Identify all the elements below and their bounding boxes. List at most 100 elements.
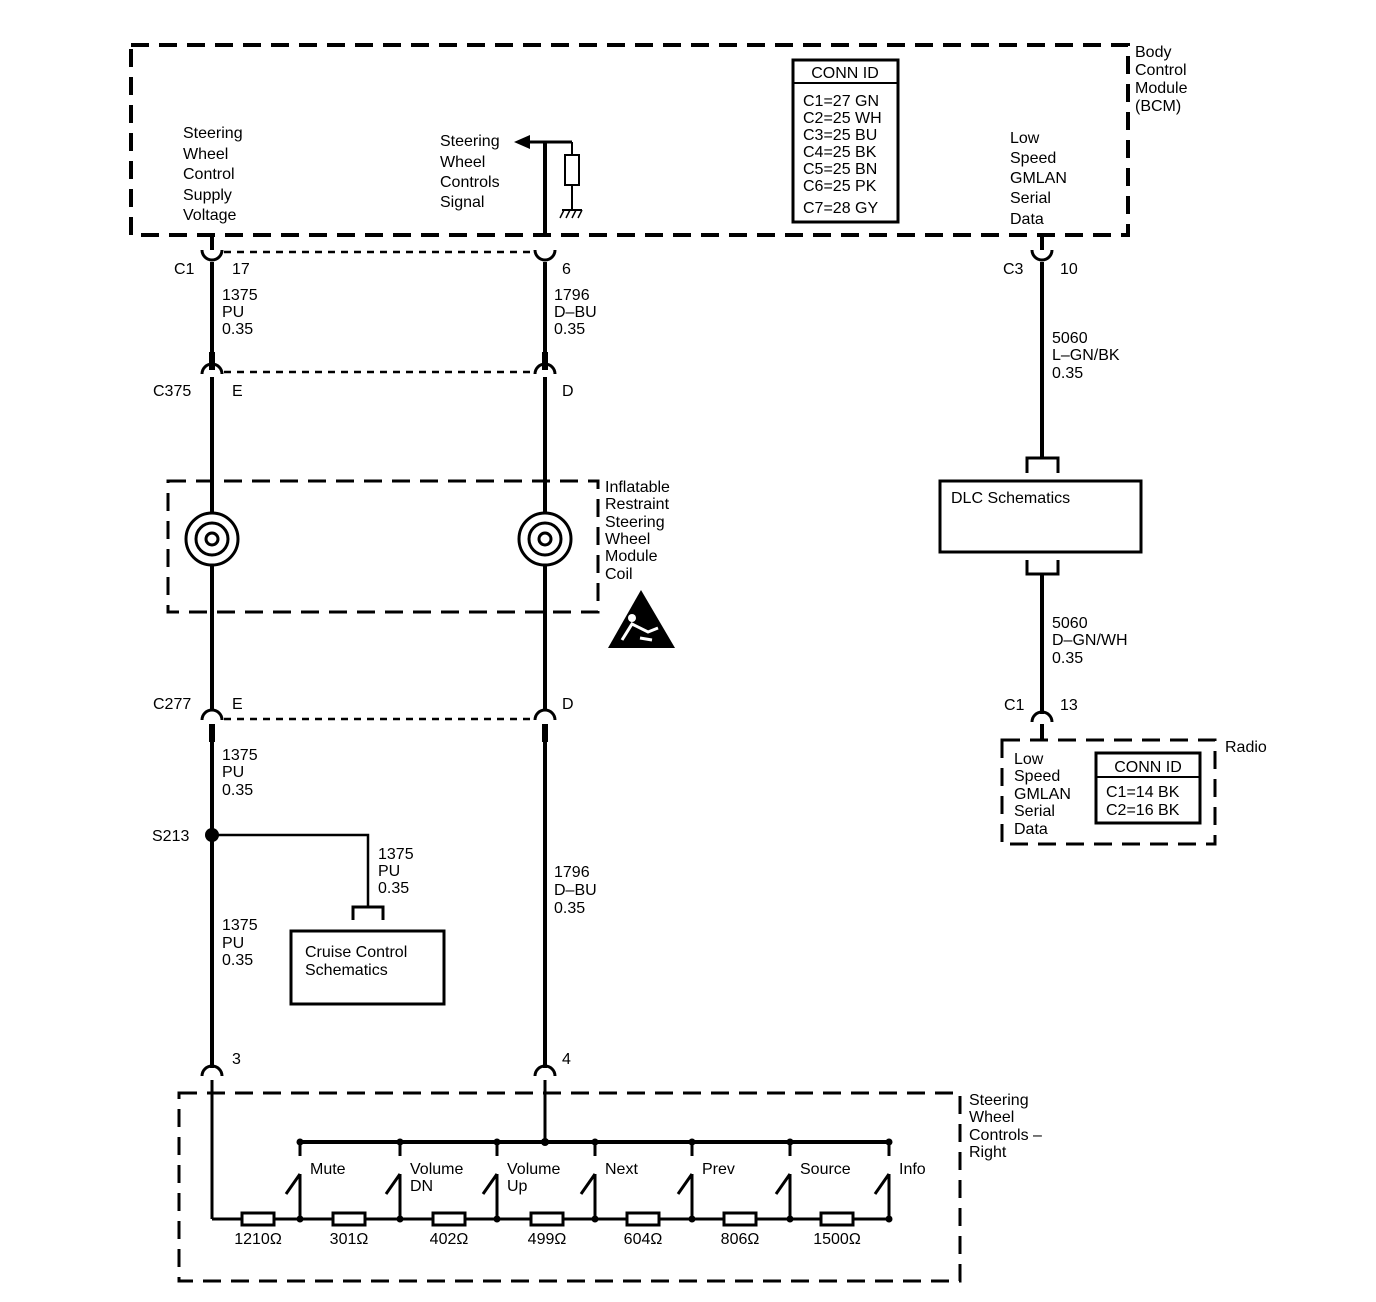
resistor-value: 301Ω (330, 1231, 369, 1248)
svg-text:0.35: 0.35 (222, 782, 253, 799)
wire-label-pu-bottom: 1375 PU 0.35 (222, 917, 258, 969)
bcm-conn-id-table: CONN ID C1=27 GN C2=25 WH C3=25 BU C4=25… (791, 58, 900, 224)
resistor-value: 402Ω (430, 1231, 469, 1248)
switch-label: Source (800, 1161, 851, 1178)
connector-cavity-icon (200, 249, 224, 262)
svg-text:Signal: Signal (440, 194, 484, 211)
wire-label-pu-top: 1375 PU 0.35 (222, 287, 258, 338)
connector-pin: D (562, 383, 574, 400)
resistor-icon (819, 1211, 855, 1227)
swc-pin3-connector: 3 (200, 1051, 241, 1077)
resistor-icon (625, 1211, 661, 1227)
dlc-connector-bottom-icon (1025, 560, 1060, 576)
svg-text:Controls –: Controls – (969, 1127, 1042, 1144)
wire-label-gmlan-top: 5060 L–GN/BK 0.35 (1052, 330, 1120, 382)
svg-text:0.35: 0.35 (1052, 365, 1083, 382)
wire-label-dbu-bottom: 1796 D–BU 0.35 (554, 864, 597, 917)
resistor-icon (431, 1211, 467, 1227)
connector-cavity-icon (200, 1064, 224, 1077)
svg-text:PU: PU (378, 863, 400, 880)
resistor-2: 301Ω (330, 1211, 369, 1248)
svg-text:0.35: 0.35 (222, 952, 253, 969)
connector-pin: 10 (1060, 261, 1078, 278)
connector-pin: 3 (232, 1051, 241, 1068)
controls-signal-label: Steering Wheel Controls Signal (440, 133, 500, 211)
resistor-icon (240, 1211, 276, 1227)
connector-pin: 13 (1060, 697, 1078, 714)
connector-name: C375 (153, 383, 191, 400)
svg-text:Voltage: Voltage (183, 207, 236, 224)
svg-text:GMLAN: GMLAN (1010, 170, 1067, 187)
switch-label: Up (507, 1178, 528, 1195)
svg-text:PU: PU (222, 935, 244, 952)
ground-icon (559, 209, 583, 219)
resistor-icon (331, 1211, 367, 1227)
svg-text:Controls: Controls (440, 174, 500, 191)
dlc-box (938, 479, 1143, 554)
radio-name: Radio (1225, 739, 1267, 756)
connector-cavity-icon (1030, 249, 1054, 262)
svg-text:D–GN/WH: D–GN/WH (1052, 632, 1128, 649)
conn-id-row: C1=14 BK (1106, 784, 1180, 801)
svg-text:1796: 1796 (554, 864, 590, 881)
resistor-icon (564, 154, 580, 186)
cruise-control-label: Cruise Control Schematics (305, 944, 407, 979)
switch-label: Mute (310, 1161, 346, 1178)
connector-pin: E (232, 383, 243, 400)
svg-text:Serial: Serial (1014, 803, 1055, 820)
switch-label: Prev (702, 1161, 735, 1178)
svg-text:Coil: Coil (605, 566, 633, 583)
resistor-7: 1500Ω (813, 1211, 861, 1248)
svg-text:Inflatable: Inflatable (605, 479, 670, 496)
connector-name: C1 (1004, 697, 1025, 714)
bcm-c1-connector: C1 17 (174, 235, 250, 278)
switch-mute: Mute (284, 1138, 346, 1223)
conn-id-row: C5=25 BN (803, 161, 877, 178)
svg-text:5060: 5060 (1052, 615, 1088, 632)
switch-label: Volume (410, 1161, 463, 1178)
wire-1375-cruise (212, 833, 370, 907)
switch-prev: Prev (676, 1138, 735, 1223)
svg-text:Schematics: Schematics (305, 962, 388, 979)
radio-gmlan-label: Low Speed GMLAN Serial Data (1014, 751, 1071, 838)
cruise-control-box (289, 929, 446, 1006)
svg-text:Right: Right (969, 1144, 1007, 1161)
connector-pin: 6 (562, 261, 571, 278)
svg-text:Wheel: Wheel (183, 146, 228, 163)
swc-right-name: Steering Wheel Controls – Right (969, 1092, 1042, 1161)
switch-next: Next (579, 1138, 638, 1223)
bcm-c3-connector: C3 10 (1003, 235, 1078, 278)
svg-text:PU: PU (222, 764, 244, 781)
svg-text:Steering: Steering (605, 514, 665, 531)
bcm-name-line: Body (1135, 44, 1171, 61)
c375-connector: C375 E D (153, 362, 574, 400)
conn-id-title: CONN ID (811, 65, 879, 82)
bcm-name: Body Control Module (BCM) (1135, 44, 1188, 115)
dlc-connector-top-icon (1025, 456, 1060, 473)
conn-id-row: C3=25 BU (803, 127, 877, 144)
resistor-4: 499Ω (528, 1211, 566, 1248)
connector-pin: D (562, 696, 574, 713)
conn-id-row: C2=16 BK (1106, 802, 1180, 819)
resistor-value: 1500Ω (813, 1231, 861, 1248)
wire-label-pu-cruise: 1375 PU 0.35 (378, 846, 414, 897)
svg-text:Wheel: Wheel (440, 154, 485, 171)
resistor-icon (722, 1211, 758, 1227)
connector-name: C3 (1003, 261, 1024, 278)
arrow-left-icon (514, 135, 530, 149)
svg-text:Data: Data (1014, 821, 1048, 838)
coil-label: Inflatable Restraint Steering Wheel Modu… (605, 479, 670, 583)
wire-label-gmlan-bottom: 5060 D–GN/WH 0.35 (1052, 615, 1128, 667)
connector-name: C277 (153, 696, 191, 713)
svg-text:1796: 1796 (554, 287, 590, 304)
clockspring-right-icon (517, 511, 573, 567)
switch-label: Volume (507, 1161, 560, 1178)
svg-text:Steering: Steering (440, 133, 500, 150)
svg-text:Cruise Control: Cruise Control (305, 944, 407, 961)
svg-text:Data: Data (1010, 211, 1044, 228)
svg-text:1375: 1375 (222, 287, 258, 304)
cruise-connector-icon (351, 905, 385, 920)
splice-name: S213 (152, 828, 189, 845)
